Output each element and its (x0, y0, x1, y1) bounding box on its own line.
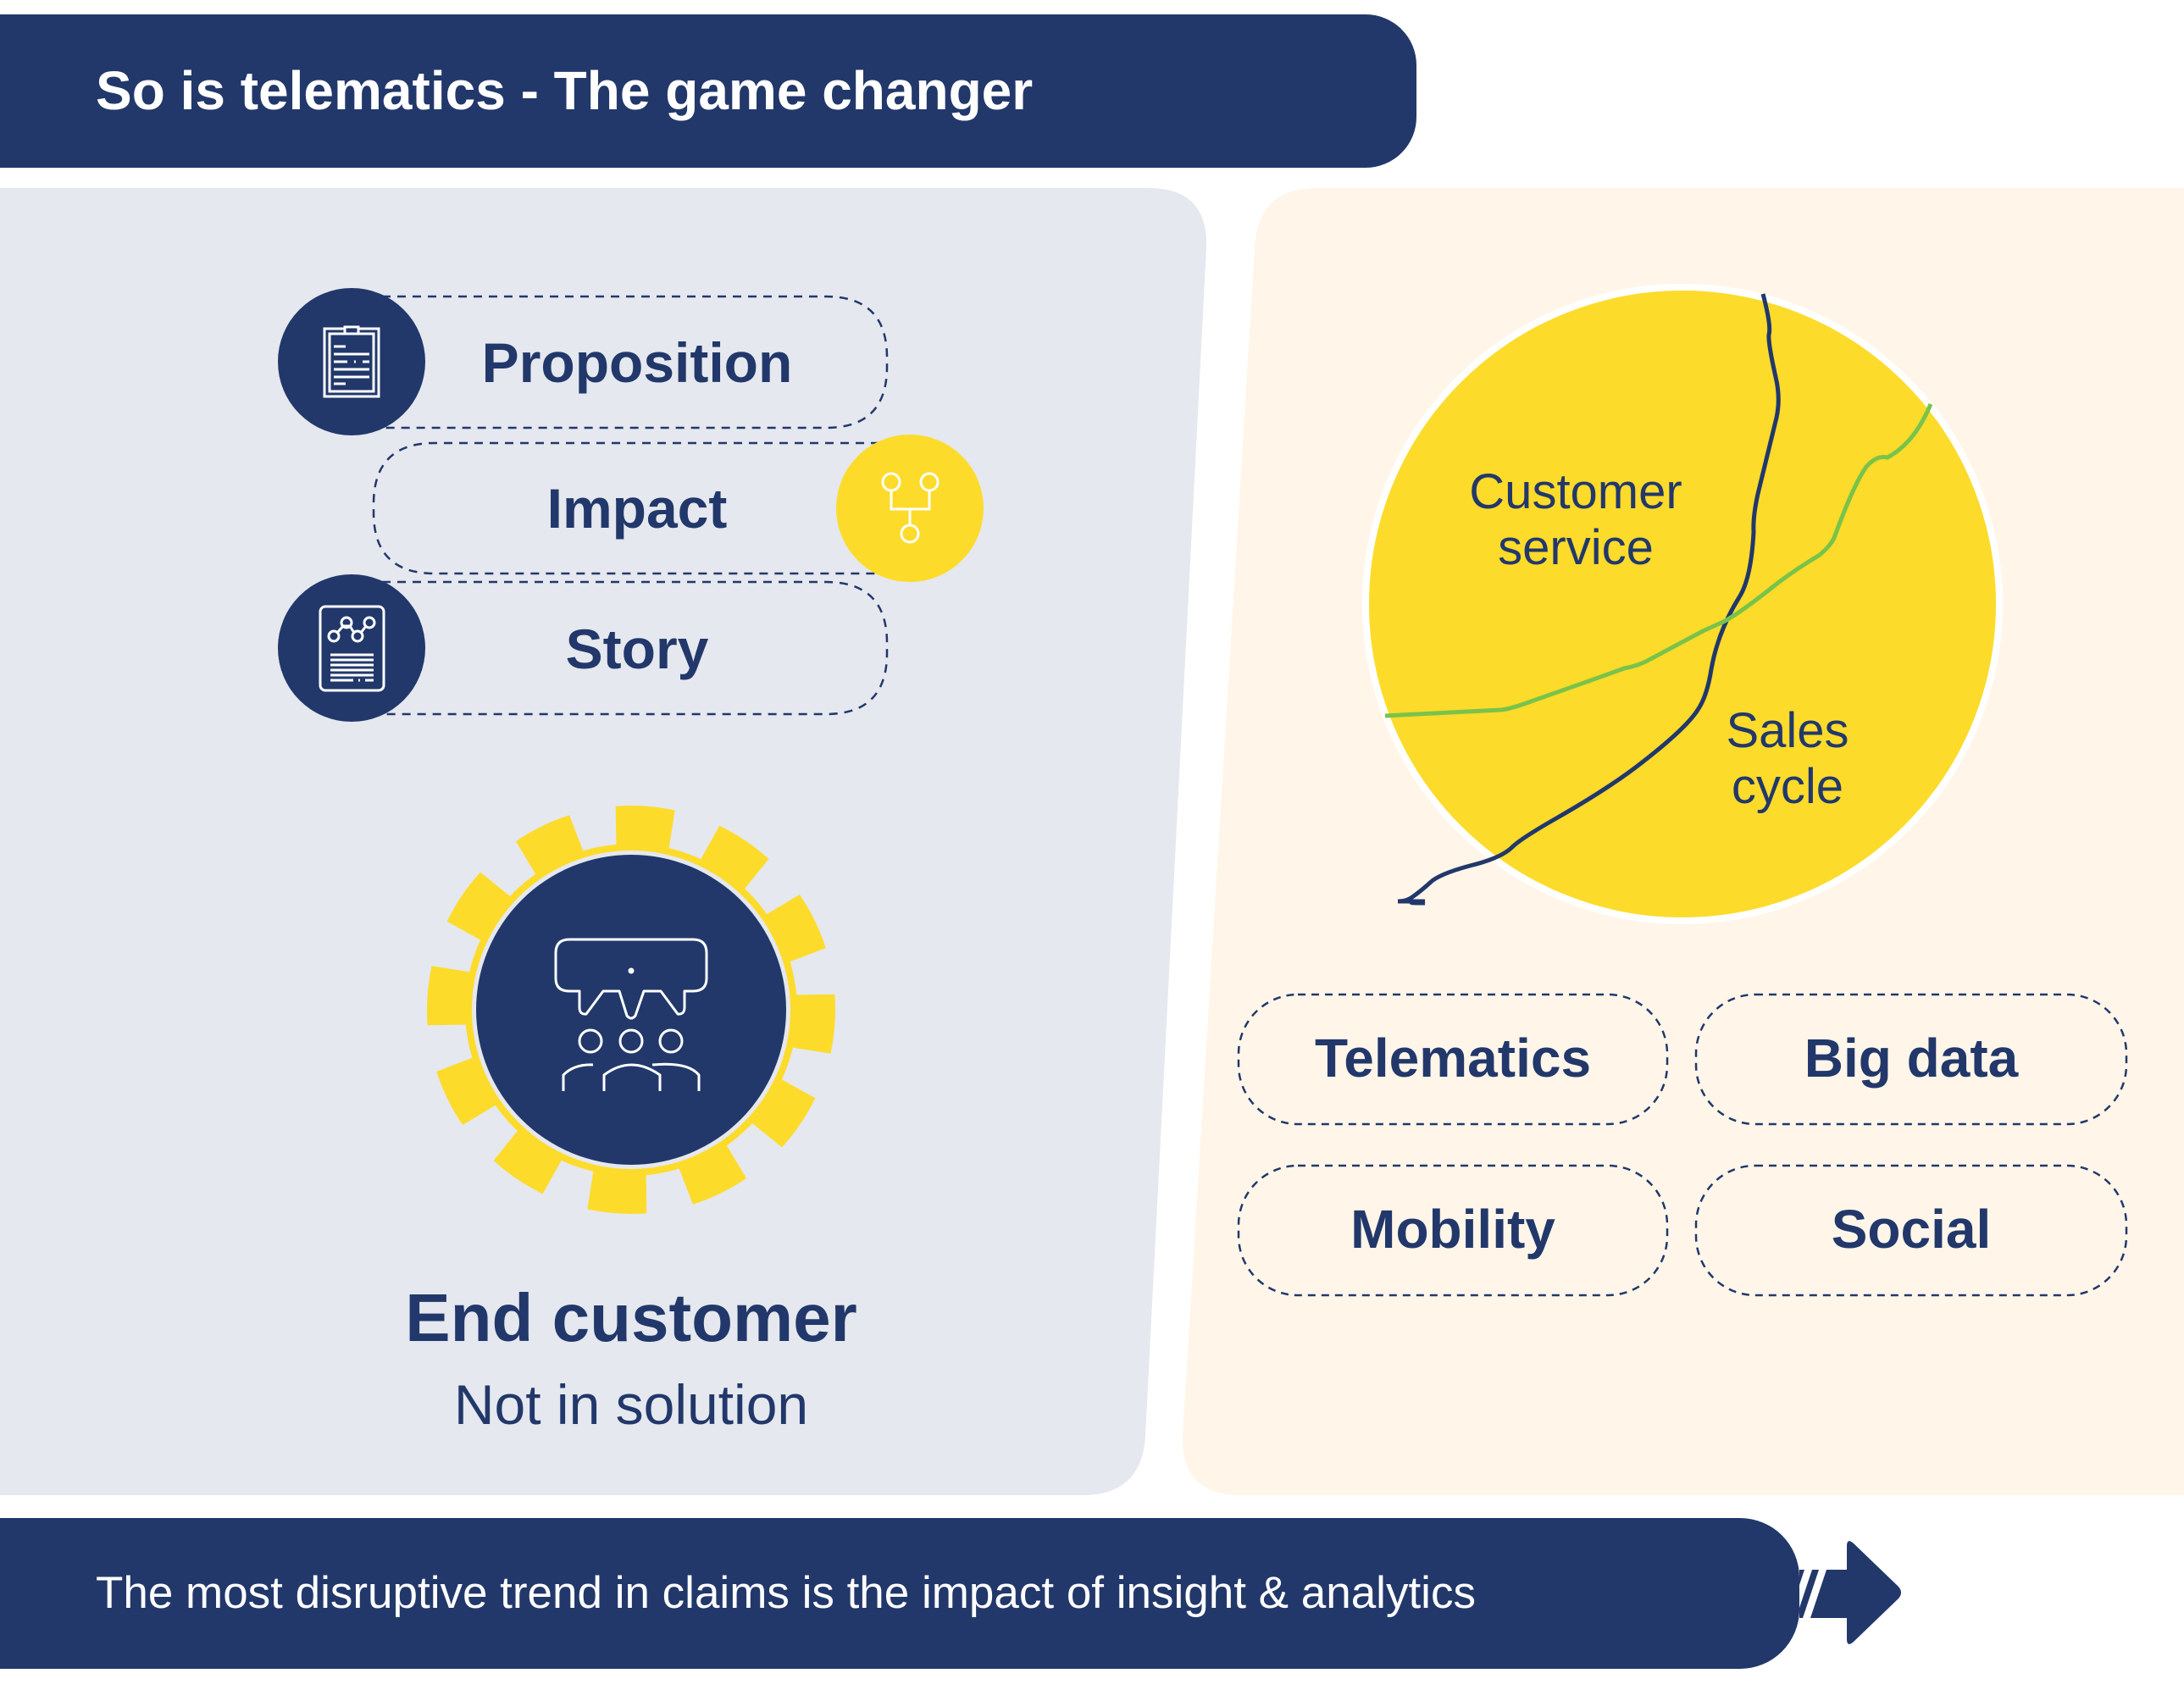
circle-label-line: cycle (1731, 759, 1844, 814)
pill-label-story: Story (565, 618, 709, 680)
insight-circle (1362, 284, 2003, 924)
end-customer-subtitle: Not in solution (453, 1373, 809, 1436)
circle-label-line: service (1498, 520, 1654, 575)
tag-big-data: Big data (1804, 1028, 2019, 1089)
tag-box-social (1694, 1164, 2128, 1297)
arrow-right-icon (1788, 1541, 1901, 1644)
flow-branch-icon (881, 472, 940, 544)
page-title: So is telematics - The game changer (96, 60, 1034, 121)
group-discussion-icon (554, 938, 708, 1091)
clipboard-icon (323, 325, 380, 398)
report-chart-icon (319, 605, 385, 692)
tag-boxes (1237, 993, 2128, 1297)
tag-box-mobility (1237, 1164, 1669, 1297)
circle-label-line: Sales (1726, 703, 1849, 758)
tag-social: Social (1831, 1199, 1992, 1260)
tag-box-telematics (1237, 993, 1669, 1126)
circle-label-customer-service: Customer service (1406, 464, 1745, 576)
pill-proposition (278, 288, 889, 435)
pill-label-proposition: Proposition (481, 331, 793, 394)
navy-curve (1397, 293, 1781, 906)
footer-text: The most disruptive trend in claims is t… (96, 1568, 1476, 1618)
green-curve (1384, 403, 1933, 718)
header-banner (0, 14, 1416, 168)
end-customer-title: End customer (405, 1280, 857, 1355)
circle-label-line: Customer (1469, 464, 1682, 519)
gear-graphic (427, 806, 835, 1214)
footer-banner (0, 1518, 1799, 1669)
circle-label-sales-cycle: Sales cycle (1618, 703, 1957, 815)
tag-box-big-data (1694, 993, 2128, 1126)
tag-telematics: Telematics (1314, 1028, 1592, 1089)
pill-label-impact: Impact (546, 477, 728, 540)
pill-impact (372, 435, 984, 582)
pill-story (278, 574, 889, 722)
tag-mobility: Mobility (1350, 1199, 1555, 1260)
